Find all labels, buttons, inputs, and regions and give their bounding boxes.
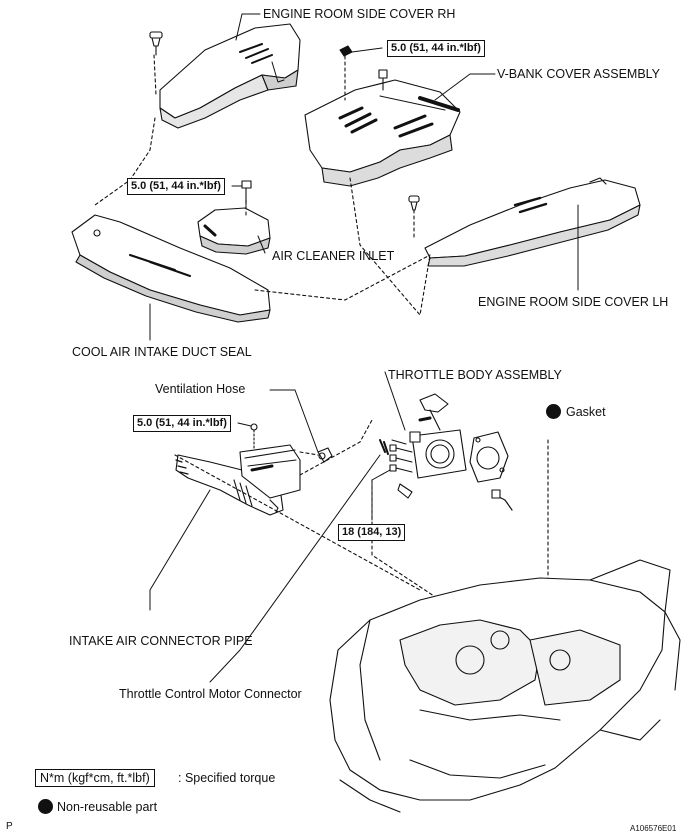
vehicle-outline bbox=[329, 559, 681, 813]
legend-unit-desc: : Specified torque bbox=[178, 771, 276, 785]
air-cleaner-inlet-part bbox=[197, 207, 271, 255]
torque-box-throttle-body: 18 (184, 13) bbox=[338, 524, 406, 541]
throttle-body-bolts bbox=[389, 444, 413, 499]
label-intake-air-connector-pipe: INTAKE AIR CONNECTOR PIPE bbox=[69, 634, 253, 648]
label-throttle-control-motor-connector: Throttle Control Motor Connector bbox=[119, 687, 302, 701]
torque-box-v-bank: 5.0 (51, 44 in.*lbf) bbox=[387, 40, 485, 57]
label-v-bank-cover-assembly: V-BANK COVER ASSEMBLY bbox=[497, 67, 661, 81]
footer-left-mark: P bbox=[6, 821, 13, 832]
clip-rh bbox=[149, 31, 163, 56]
clip-lh bbox=[408, 195, 420, 241]
engine-room-side-cover-rh-part bbox=[159, 23, 301, 129]
label-throttle-body-assembly: THROTTLE BODY ASSEMBLY bbox=[388, 368, 562, 382]
label-cool-air-intake-duct-seal: COOL AIR INTAKE DUCT SEAL bbox=[72, 345, 252, 359]
throttle-body-part bbox=[379, 393, 467, 479]
torque-box-connector-pipe: 5.0 (51, 44 in.*lbf) bbox=[133, 415, 231, 432]
v-bank-fasteners bbox=[339, 45, 388, 101]
legend-non-reusable-dot bbox=[38, 799, 53, 814]
torque-box-air-cleaner: 5.0 (51, 44 in.*lbf) bbox=[127, 178, 225, 195]
engine-room-side-cover-lh-part bbox=[424, 177, 641, 267]
ventilation-hose-part bbox=[317, 447, 333, 463]
gasket-part bbox=[469, 431, 509, 483]
footer-figure-id: A106576E01 bbox=[630, 824, 677, 833]
label-gasket: Gasket bbox=[566, 405, 606, 419]
legend-non-reusable-text: Non-reusable part bbox=[57, 800, 158, 814]
label-engine-room-side-cover-lh: ENGINE ROOM SIDE COVER LH bbox=[478, 295, 669, 309]
cool-air-intake-duct-seal-part bbox=[71, 214, 271, 323]
label-engine-room-side-cover-rh: ENGINE ROOM SIDE COVER RH bbox=[263, 7, 456, 21]
assembly-dashed-lines-upper bbox=[94, 54, 431, 316]
label-air-cleaner-inlet: AIR CLEANER INLET bbox=[272, 249, 395, 263]
leader-lines bbox=[149, 13, 579, 683]
connector-pipe-clamp-bolt bbox=[250, 423, 258, 449]
water-hoses bbox=[418, 416, 513, 511]
v-bank-cover-part bbox=[304, 79, 461, 187]
legend-unit-box: N*m (kgf*cm, ft.*lbf) bbox=[35, 769, 155, 787]
torque-leaders bbox=[231, 47, 383, 427]
intake-air-connector-pipe-part bbox=[175, 444, 301, 516]
non-reusable-marker-gasket bbox=[546, 404, 561, 419]
label-ventilation-hose: Ventilation Hose bbox=[155, 382, 246, 396]
